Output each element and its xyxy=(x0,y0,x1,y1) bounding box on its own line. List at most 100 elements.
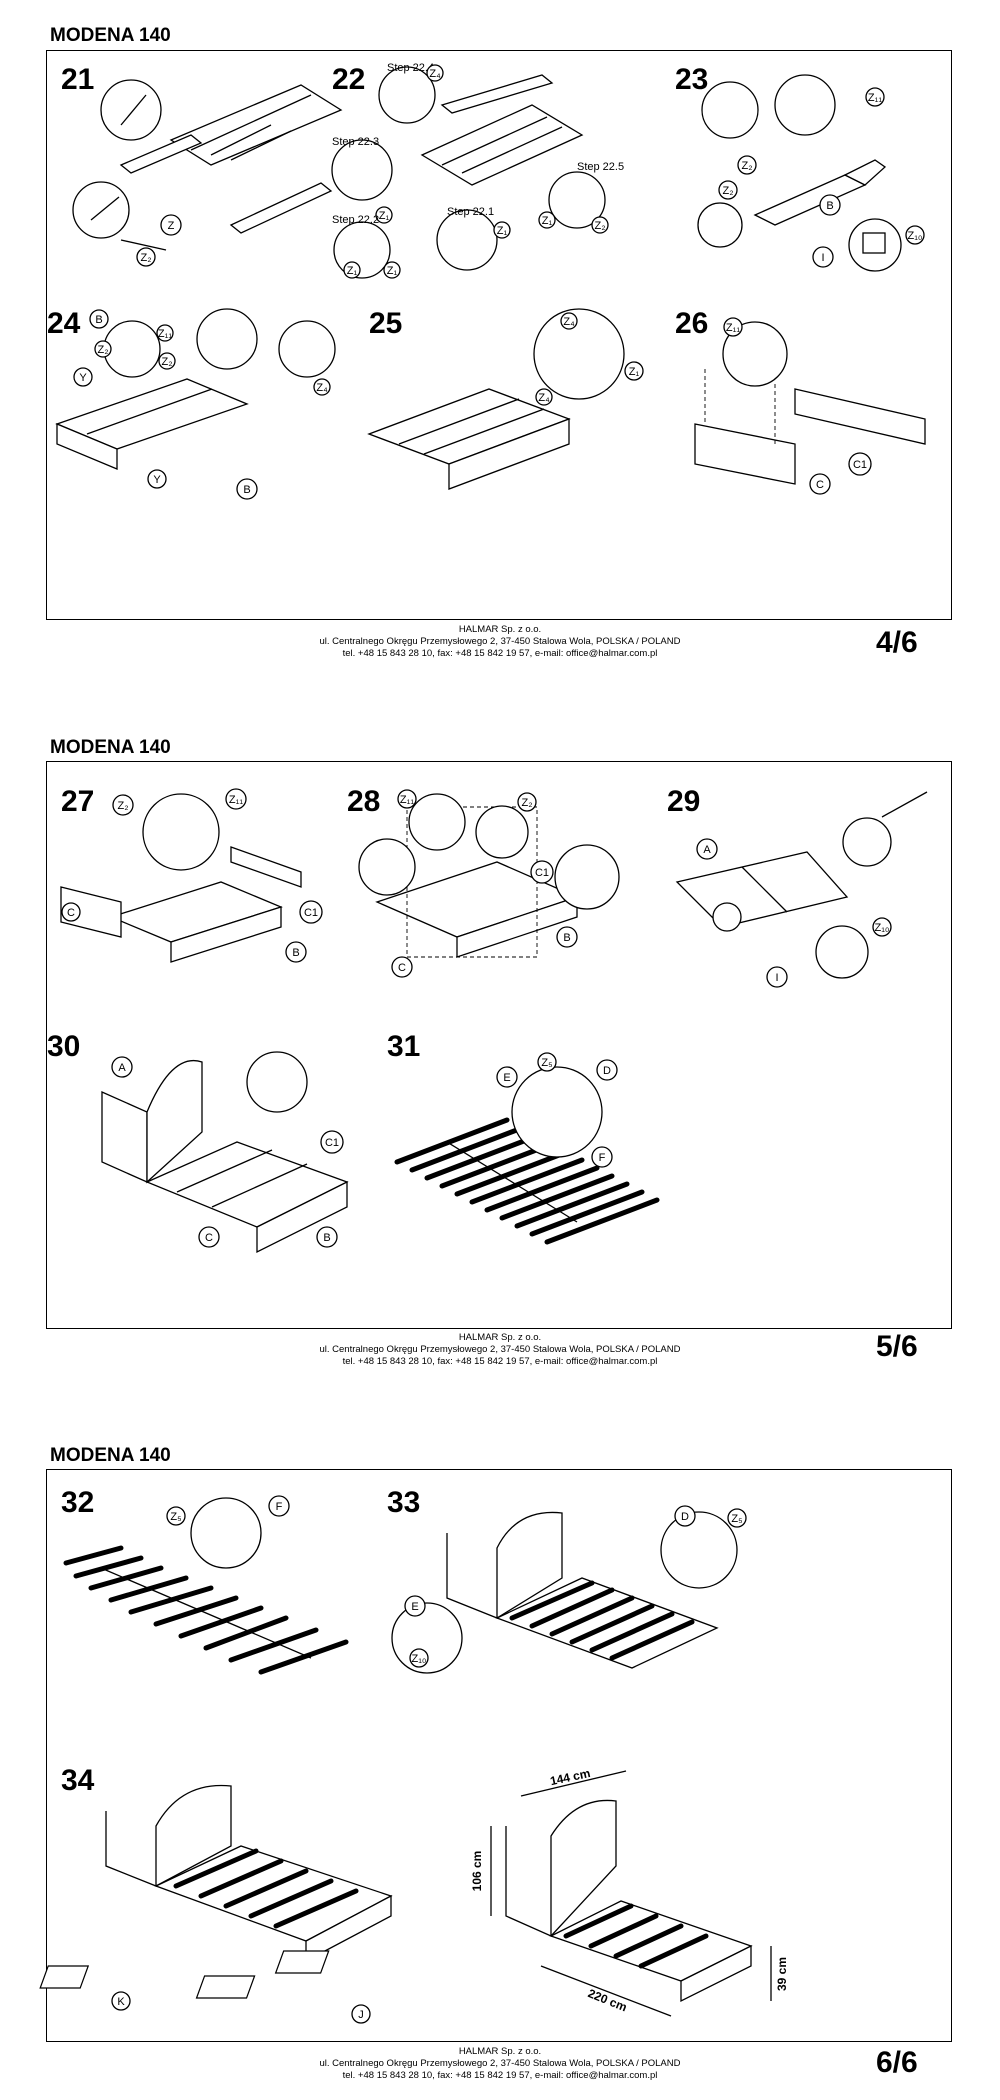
step-23-diagram: Z₁₁ Z₂ Z₂ B I Z₁₀ xyxy=(697,74,925,272)
svg-text:Z₂: Z₂ xyxy=(522,797,533,809)
part-label: F xyxy=(591,1146,613,1168)
detail-callout-circle xyxy=(475,805,529,859)
svg-text:Z: Z xyxy=(168,220,175,232)
page-number: 4/6 xyxy=(876,626,918,659)
part-label: C1 xyxy=(530,860,554,884)
part-label: B xyxy=(89,309,109,329)
part-label: Z₂ xyxy=(737,155,757,175)
detail-callout-circle xyxy=(196,308,258,370)
part-label: Z₂ xyxy=(94,340,112,358)
part-label: C1 xyxy=(320,1130,344,1154)
part-label: B xyxy=(236,478,258,500)
slatted-base xyxy=(394,1117,660,1245)
footer-address: ul. Centralnego Okręgu Przemysłowego 2, … xyxy=(319,2058,681,2069)
part-label: Z₂ xyxy=(591,216,609,234)
svg-text:Y: Y xyxy=(153,474,161,486)
svg-text:I: I xyxy=(775,972,778,984)
svg-text:Z₁₁: Z₁₁ xyxy=(868,92,882,104)
part-label: B xyxy=(819,194,841,216)
svg-text:Z₂: Z₂ xyxy=(141,252,152,264)
part-label: B xyxy=(316,1226,338,1248)
svg-text:Z₁₁: Z₁₁ xyxy=(158,328,172,340)
detail-callout-circle xyxy=(142,793,220,871)
side-rail xyxy=(794,388,926,445)
svg-text:Z₁₀: Z₁₀ xyxy=(412,1653,427,1665)
part-label: Z₁ xyxy=(375,206,393,224)
step-number: 22 xyxy=(332,63,366,96)
part-label: Z₂ xyxy=(158,352,176,370)
leg-block xyxy=(862,232,886,254)
step-note: Step 22.4 xyxy=(387,62,434,74)
svg-text:F: F xyxy=(599,1152,606,1164)
svg-text:D: D xyxy=(603,1065,611,1077)
part-label: C xyxy=(61,902,81,922)
part-label: C xyxy=(809,473,831,495)
step-number: 24 xyxy=(47,307,81,340)
svg-text:Z₁: Z₁ xyxy=(347,265,358,277)
svg-text:Z₁₀: Z₁₀ xyxy=(908,230,923,242)
footer-contact: tel. +48 15 843 28 10, fax: +48 15 842 1… xyxy=(342,2070,658,2081)
svg-text:Z₁: Z₁ xyxy=(542,215,553,227)
step-22-diagram: Step 22.4 Z₄ Step 22.3 Step 22.5 Z₁ Z₂ Z… xyxy=(331,62,624,279)
detail-callout-circle xyxy=(246,1051,308,1113)
part-label: Z₄ xyxy=(560,312,578,330)
svg-text:C1: C1 xyxy=(853,459,867,471)
step-note: Step 22.1 xyxy=(447,206,494,218)
svg-text:Z₂: Z₂ xyxy=(118,800,129,812)
part-label: D xyxy=(674,1505,696,1527)
detail-callout-circle xyxy=(100,79,162,141)
footer-address: ul. Centralnego Okręgu Przemysłowego 2, … xyxy=(319,1344,681,1355)
svg-text:B: B xyxy=(243,484,250,496)
svg-text:J: J xyxy=(358,2009,364,2021)
svg-text:106 cm: 106 cm xyxy=(470,1851,484,1892)
bed-frame-side xyxy=(256,1180,348,1254)
part-label: Z₁₁ xyxy=(397,789,417,809)
dimension-length-label: 220 cm xyxy=(586,1986,629,2014)
part-label: Z₁ xyxy=(538,211,556,229)
svg-text:Z₁: Z₁ xyxy=(497,225,508,237)
part-label: Z₅ xyxy=(166,1506,186,1526)
part-label: C xyxy=(391,956,413,978)
detail-callout-circle xyxy=(72,181,130,239)
svg-text:Z₁: Z₁ xyxy=(629,366,640,378)
svg-text:Y: Y xyxy=(79,372,87,384)
footer-company: HALMAR Sp. z o.o. xyxy=(458,1332,542,1343)
step-33-diagram: D Z₅ E Z₁₀ xyxy=(391,1505,747,1674)
detail-callout-circle xyxy=(815,925,869,979)
part-label: Z₁₁ xyxy=(865,87,885,107)
part-label: Z₄ xyxy=(426,64,444,82)
step-32-diagram: Z₅ F xyxy=(63,1495,349,1675)
svg-text:B: B xyxy=(563,932,570,944)
bed-frame-side xyxy=(170,906,282,963)
part-label: J xyxy=(351,2004,371,2024)
step-number: 21 xyxy=(61,63,95,96)
part-label: A xyxy=(696,838,718,860)
step-29-diagram: A Z₁₀ I xyxy=(675,791,928,988)
part-label: I xyxy=(812,246,834,268)
step-note: Step 22.2 xyxy=(332,214,379,226)
detail-callout-circle xyxy=(722,321,788,387)
step-number: 28 xyxy=(347,785,381,818)
dimension-height-label: 106 cm xyxy=(470,1851,484,1892)
svg-text:Step 22.1: Step 22.1 xyxy=(447,206,494,218)
svg-text:Step 22.2: Step 22.2 xyxy=(332,214,379,226)
detail-callout-circle xyxy=(278,320,336,378)
detail-callout-circle xyxy=(408,793,466,851)
part-label: Z₅ xyxy=(537,1052,557,1072)
svg-text:Z₂: Z₂ xyxy=(742,160,753,172)
bed-frame-side xyxy=(448,418,570,490)
part-label: Z₂ xyxy=(517,792,537,812)
svg-text:Z₂: Z₂ xyxy=(595,220,606,232)
detail-callout-circle xyxy=(378,66,436,124)
svg-text:I: I xyxy=(821,252,824,264)
footer-company: HALMAR Sp. z o.o. xyxy=(458,2046,542,2057)
part-label: Z₁₁ xyxy=(723,317,743,337)
detail-callout-circle xyxy=(712,902,742,932)
svg-text:Step 22.3: Step 22.3 xyxy=(332,136,379,148)
page-footer: HALMAR Sp. z o.o. ul. Centralnego Okręgu… xyxy=(0,624,1000,660)
headboard-panel xyxy=(60,886,122,938)
svg-text:Step 22.4: Step 22.4 xyxy=(387,62,434,74)
bed-frame-rails xyxy=(420,74,584,186)
svg-text:A: A xyxy=(703,844,711,856)
svg-text:Z₄: Z₄ xyxy=(538,392,550,404)
